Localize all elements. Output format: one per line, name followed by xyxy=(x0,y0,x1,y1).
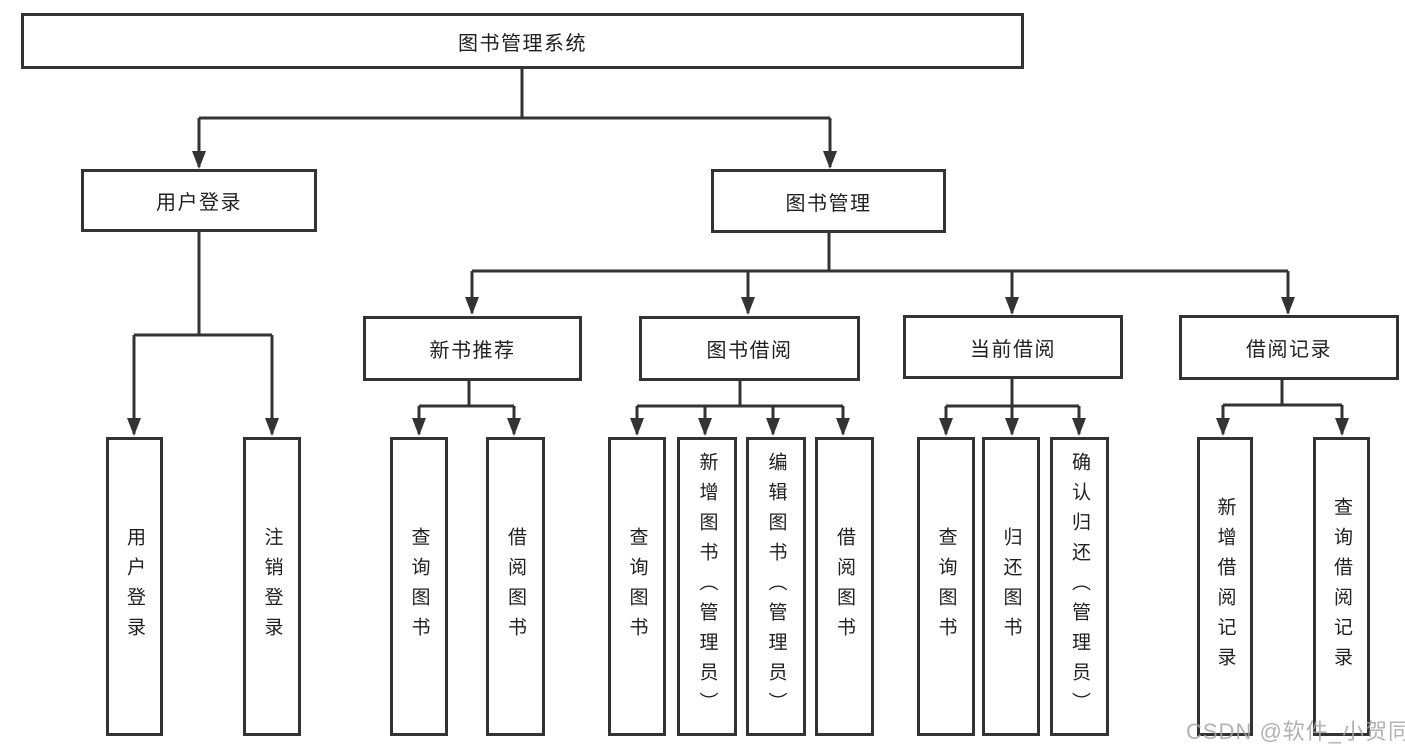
leaf-query-books-recommend: 查询图书 xyxy=(390,437,448,736)
csdn-watermark: CSDN @软件_小贺同学 xyxy=(1186,719,1405,744)
leaf-add-books-admin-label: 新增图书（管理员） xyxy=(696,451,718,722)
leaf-edit-books-admin: 编辑图书（管理员） xyxy=(746,437,806,736)
leaf-query-books-borrow: 查询图书 xyxy=(608,437,666,736)
node-new-book-recommend-label: 新书推荐 xyxy=(429,340,516,362)
leaf-borrow-books-label: 借阅图书 xyxy=(834,526,855,647)
node-user-login: 用户登录 xyxy=(81,169,317,232)
node-book-borrow-label: 图书借阅 xyxy=(706,340,793,362)
leaf-query-books-recommend-label: 查询图书 xyxy=(408,526,430,647)
leaf-logout-label: 注销登录 xyxy=(261,526,283,647)
node-current-borrow: 当前借阅 xyxy=(903,315,1123,379)
leaf-query-borrow-record: 查询借阅记录 xyxy=(1313,437,1370,736)
leaf-user-login: 用户登录 xyxy=(106,437,163,736)
leaf-return-books-label: 归还图书 xyxy=(1000,526,1022,647)
leaf-borrow-books-recommend: 借阅图书 xyxy=(486,437,545,736)
leaf-query-borrow-record-label: 查询借阅记录 xyxy=(1331,496,1352,677)
leaf-add-borrow-record: 新增借阅记录 xyxy=(1197,437,1253,736)
node-root: 图书管理系统 xyxy=(21,13,1024,69)
node-book-management: 图书管理 xyxy=(711,169,946,233)
node-root-label: 图书管理系统 xyxy=(458,32,587,55)
leaf-confirm-return-admin: 确认归还（管理员） xyxy=(1050,437,1109,736)
node-new-book-recommend: 新书推荐 xyxy=(363,316,582,381)
node-borrow-records-label: 借阅记录 xyxy=(1246,339,1332,361)
leaf-confirm-return-admin-label: 确认归还（管理员） xyxy=(1069,451,1090,722)
leaf-borrow-books: 借阅图书 xyxy=(815,437,874,736)
leaf-query-books-current-label: 查询图书 xyxy=(935,526,957,647)
node-book-management-label: 图书管理 xyxy=(785,192,872,215)
leaf-query-books-current: 查询图书 xyxy=(917,437,975,736)
leaf-logout: 注销登录 xyxy=(243,437,301,736)
leaf-user-login-label: 用户登录 xyxy=(124,526,145,647)
leaf-query-books-borrow-label: 查询图书 xyxy=(626,526,648,647)
node-book-borrow: 图书借阅 xyxy=(639,316,860,381)
node-user-login-label: 用户登录 xyxy=(156,192,242,214)
leaf-borrow-books-recommend-label: 借阅图书 xyxy=(505,526,526,647)
node-borrow-records: 借阅记录 xyxy=(1179,315,1399,380)
node-current-borrow-label: 当前借阅 xyxy=(970,338,1056,361)
leaf-return-books: 归还图书 xyxy=(982,437,1040,736)
leaf-add-books-admin: 新增图书（管理员） xyxy=(677,437,737,736)
leaf-add-borrow-record-label: 新增借阅记录 xyxy=(1214,496,1236,677)
leaf-edit-books-admin-label: 编辑图书（管理员） xyxy=(765,451,787,722)
